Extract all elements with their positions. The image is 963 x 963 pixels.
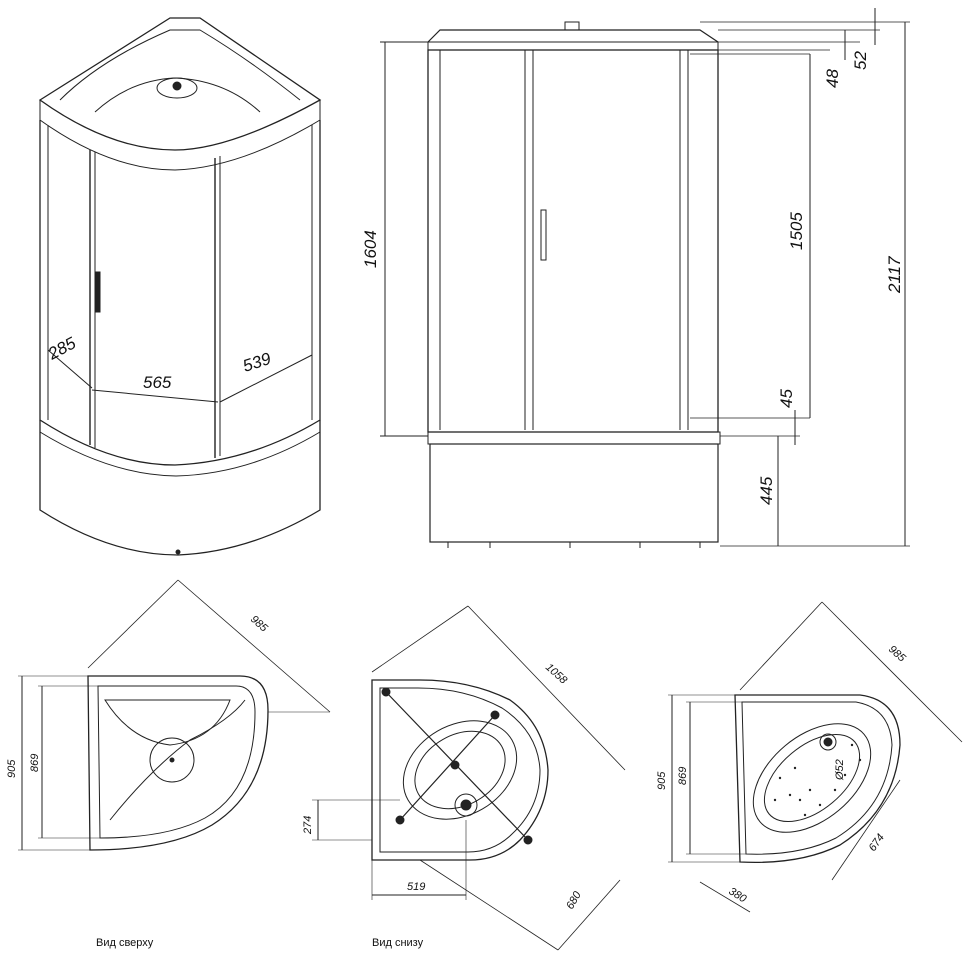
dim-tray-380: 380 — [726, 885, 749, 905]
dim-bottom-680: 680 — [564, 889, 584, 912]
dim-iso-side-left: 285 — [44, 333, 79, 364]
dim-iso-side-right: 539 — [240, 349, 273, 376]
shower-head-icon — [149, 737, 195, 783]
drain-icon — [454, 793, 478, 817]
dim-total-height: 2117 — [885, 256, 904, 294]
dim-bottom-519: 519 — [407, 881, 425, 893]
dim-bottom-diag: 1058 — [543, 661, 570, 687]
caption-bottom-view: Вид снизу — [372, 937, 424, 949]
dim-tray-diag: 985 — [886, 643, 908, 665]
dim-tray-height: 445 — [757, 476, 776, 505]
dim-top-cap-48: 48 — [823, 69, 842, 88]
dim-door-height: 1505 — [787, 212, 806, 250]
dim-drain-diameter: Ø52 — [834, 759, 846, 781]
tray-view — [668, 601, 963, 913]
dim-top-905: 905 — [6, 759, 18, 778]
bottom-view — [312, 605, 626, 951]
dimension-labels: 285 565 539 1604 52 48 1505 45 445 2117 … — [6, 51, 908, 949]
door-handle-icon — [540, 209, 547, 261]
dim-tray-674: 674 — [867, 832, 887, 854]
door-handle-icon — [95, 271, 101, 313]
side-elevation — [380, 8, 910, 548]
dim-top-869: 869 — [29, 754, 41, 772]
drain-icon — [819, 733, 837, 751]
dim-bottom-274: 274 — [302, 816, 314, 835]
caption-top-view: Вид сверху — [96, 937, 154, 949]
dim-tray-905: 905 — [656, 771, 668, 790]
dim-step-45: 45 — [777, 389, 796, 408]
shower-head-icon — [156, 77, 198, 99]
isometric-view — [38, 17, 322, 556]
dim-glass-height: 1604 — [361, 230, 380, 268]
dim-top-diag: 985 — [248, 613, 270, 635]
dim-iso-front: 565 — [143, 373, 172, 392]
dim-tray-869: 869 — [677, 767, 689, 785]
dim-top-cap-52: 52 — [851, 51, 870, 70]
top-view — [18, 579, 331, 851]
